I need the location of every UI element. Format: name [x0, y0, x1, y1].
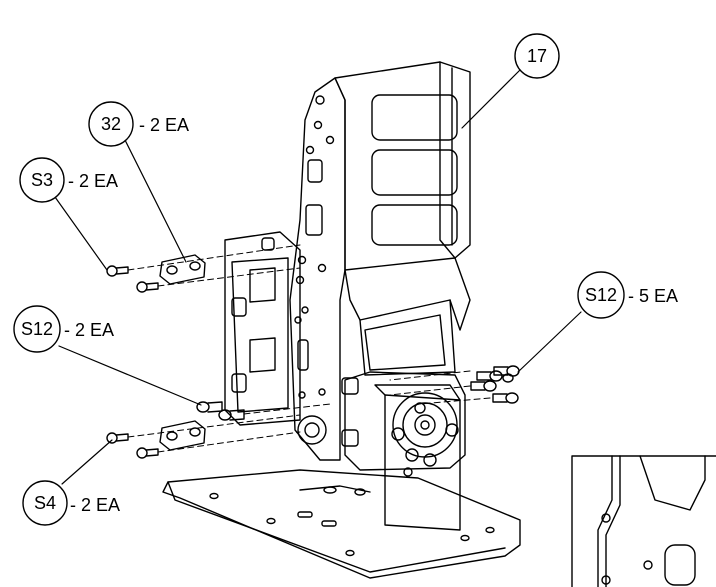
callout-s4-qty: - 2 EA [70, 495, 120, 515]
callout-s4 [22, 480, 68, 526]
lower-bracket [374, 384, 461, 531]
base-plate [162, 469, 521, 579]
callout-s3-qty: - 2 EA [68, 171, 118, 191]
callout-17 [514, 33, 560, 79]
detail-inset [571, 455, 716, 587]
callout-s12-left-id: S12 [21, 319, 53, 339]
spacer-lower [159, 420, 206, 451]
screws-s12-left [196, 401, 245, 421]
callout-s12-right [577, 271, 625, 319]
servo-horn [391, 392, 459, 477]
callout-s12-right-qty: - 5 EA [628, 286, 678, 306]
screws-s12-right [470, 365, 520, 404]
callout-17-id: 17 [527, 46, 547, 66]
leader-lines [54, 67, 582, 485]
callout-32-id: 32 [101, 114, 121, 134]
callout-s3 [19, 157, 65, 203]
assembly-axes [127, 244, 491, 453]
callout-s12-right-id: S12 [585, 285, 617, 305]
main-bracket [334, 61, 471, 331]
callout-s4-id: S4 [34, 493, 56, 513]
callout-32 [88, 101, 134, 147]
servo-body [341, 299, 466, 471]
callout-32-qty: - 2 EA [139, 115, 189, 135]
spacer-upper [159, 254, 206, 285]
callout-s3-id: S3 [31, 170, 53, 190]
callout-s12-left [13, 305, 61, 353]
callout-s12-left-qty: - 2 EA [64, 320, 114, 340]
